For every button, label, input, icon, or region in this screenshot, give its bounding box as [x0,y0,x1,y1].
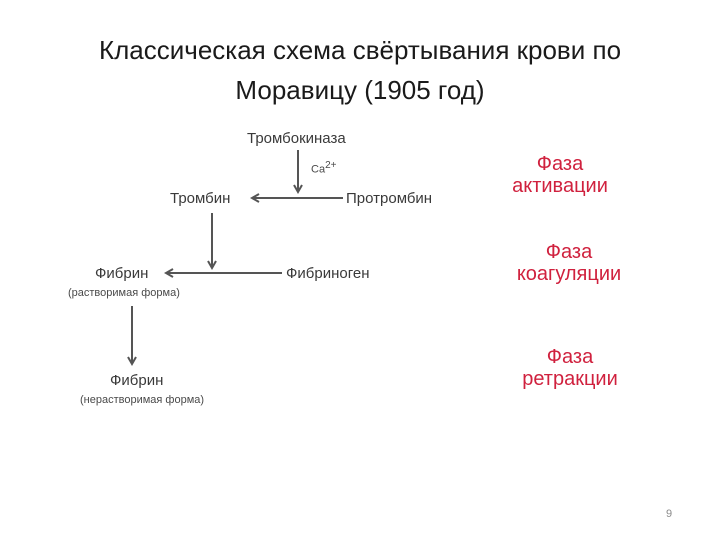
page-number: 9 [666,508,673,520]
phase-activation-line1: Фаза [536,153,584,175]
phase-retraction-line2: ретракции [522,368,618,390]
label-thrombin: Тромбин [170,190,231,207]
label-thrombokinase: Тромбокиназа [247,130,346,147]
title-line-1: Классическая схема свёртывания крови по [98,35,622,65]
calcium-symbol: Ca [311,163,326,176]
label-calcium: Ca2+ [311,160,336,176]
phase-activation-line2: активации [512,175,608,197]
phase-retraction: Фаза ретракции [505,346,635,390]
slide-title: Классическая схема свёртывания крови по … [0,30,720,110]
phase-coagulation-line2: коагуляции [516,263,622,285]
title-line-2: Моравицу (1905 год) [235,75,485,105]
label-prothrombin: Протромбин [346,190,433,207]
label-fibrin-insoluble: Фибрин [110,372,164,389]
phase-retraction-line1: Фаза [546,346,594,368]
phase-coagulation: Фаза коагуляции [500,241,638,285]
phase-coagulation-line1: Фаза [545,241,593,263]
calcium-charge: 2+ [325,160,337,171]
label-fibrin-soluble-note: (растворимая форма) [68,287,180,299]
phase-activation: Фаза активации [495,153,625,197]
label-fibrin-soluble: Фибрин [95,265,149,282]
label-fibrinogen: Фибриноген [286,265,370,282]
label-fibrin-insoluble-note: (нерастворимая форма) [80,394,205,406]
